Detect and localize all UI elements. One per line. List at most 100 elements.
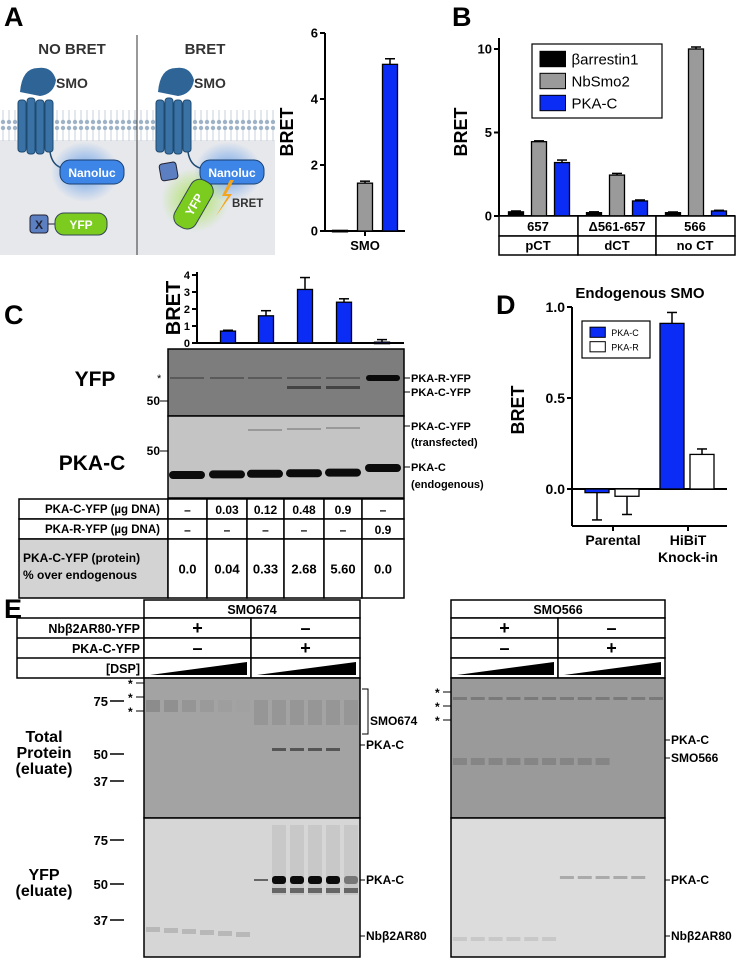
table-row-label: PKA-R-YFP (µg DNA) (45, 524, 160, 536)
blot-band (200, 930, 214, 935)
dsp-gradient-wedge (564, 662, 661, 675)
blot-band (326, 876, 340, 884)
blot-band (595, 758, 610, 765)
blot-band (559, 876, 574, 879)
blot-band (488, 937, 503, 941)
table-cell (246, 538, 285, 599)
nanoluc-label: Nanoluc (68, 166, 116, 180)
y-tick-label: 0.5 (546, 390, 566, 406)
blot-band (308, 888, 322, 893)
blot-band (631, 876, 646, 879)
blot-band (365, 464, 401, 472)
y-tick-label: 3 (184, 287, 190, 299)
blot-band (146, 927, 160, 932)
blot-band (254, 700, 268, 725)
legend-swatch (589, 326, 606, 338)
blot-label-yfp: YFP (75, 368, 116, 391)
asterisk-marker: * (128, 705, 133, 719)
nanoluc-icon-bret (199, 159, 265, 185)
condition-sign: – (499, 638, 509, 658)
blot-band (452, 937, 467, 941)
band-label: PKA-C-YFP (411, 421, 471, 433)
table-cell-value: – (380, 503, 387, 517)
blot-band (325, 468, 361, 477)
category-label: Δ561-657 (588, 219, 645, 234)
table-cell (323, 538, 363, 599)
panel-label-a: A (4, 2, 24, 32)
bar (614, 488, 640, 497)
category-label: 657 (527, 219, 549, 234)
blot-band (218, 931, 232, 936)
blot-band (524, 697, 539, 700)
mw-marker: 37 (94, 774, 108, 789)
panel-e-crosslinking-blots: Nbβ2AR80-YFPPKA-C-YFP[DSP]SMO674+––+SMO6… (16, 599, 732, 958)
smo-label: SMO (56, 75, 88, 91)
yfp-gel (450, 817, 666, 958)
blot-band (344, 700, 358, 725)
blot-smear (290, 825, 304, 895)
blot-band (649, 697, 664, 700)
yfp-label: YFP (69, 218, 92, 232)
blot-band (470, 937, 485, 941)
legend-swatch (539, 72, 566, 90)
blot-band (290, 748, 304, 751)
table-cell-value: 0.04 (214, 562, 240, 577)
asterisk-marker: * (128, 691, 133, 705)
bret-schematic: NO BRET BRET SMO Nanoluc X YFP SMO Nanol… (0, 30, 275, 255)
table-cell (361, 538, 405, 599)
asterisk-marker: * (435, 714, 440, 728)
blot-band (524, 758, 539, 765)
y-axis-label: BRET (277, 107, 297, 156)
blot-band (595, 876, 610, 879)
legend-label: NbSmo2 (572, 74, 630, 91)
blot-band (559, 697, 574, 700)
blot-band (272, 748, 286, 751)
y-axis-label: BRET (451, 107, 471, 156)
condition-sign: – (192, 638, 202, 658)
blot-group-smo566 (443, 599, 670, 958)
blot-band (326, 748, 340, 751)
blot-band (290, 888, 304, 893)
blot-band (247, 469, 283, 478)
bar (689, 453, 715, 490)
gel-label: (eluate) (16, 883, 73, 900)
panel-label-e: E (4, 594, 22, 624)
y-tick-label: 4 (311, 92, 319, 107)
table-cell-value: 0.33 (253, 562, 278, 577)
panel-label-d: D (496, 290, 516, 320)
band-label: PKA-C (411, 462, 446, 474)
blot-band (210, 377, 244, 379)
blot-band (524, 937, 539, 941)
condition-row-label: PKA-C-YFP (72, 642, 140, 656)
panel-c-western-blot: YFP PKA-C * 50 50 PKA-R-YFP PKA-C-YFP PK… (59, 348, 484, 499)
group-label: dCT (604, 238, 629, 253)
blot-smear (272, 825, 286, 895)
blot-band (326, 700, 340, 725)
bar (584, 488, 610, 494)
table-row-label: PKA-C-YFP (µg DNA) (45, 504, 160, 516)
x-category-label: HiBiT (670, 532, 707, 548)
blot-smear (326, 825, 340, 895)
condition-row-label: [DSP] (106, 662, 140, 676)
blot-band (170, 377, 204, 379)
y-tick-label: 1 (184, 321, 190, 333)
blot-band (164, 700, 178, 712)
condition-sign: + (192, 618, 203, 638)
no-bret-title: NO BRET (38, 41, 106, 58)
blot-group-smo674 (136, 599, 369, 958)
y-tick-label: 0 (485, 209, 492, 224)
table-row-label-cell (18, 538, 169, 599)
blot-band (470, 697, 485, 700)
band-label: Nbβ2AR80 (366, 929, 427, 943)
table-cell-value: – (184, 503, 191, 517)
blot-band (559, 758, 574, 765)
yfp-blot (167, 348, 405, 417)
table-cell-value: 0.9 (335, 503, 352, 517)
blot-band (287, 428, 321, 430)
blot-band (286, 469, 322, 478)
legend-swatch (589, 341, 606, 353)
